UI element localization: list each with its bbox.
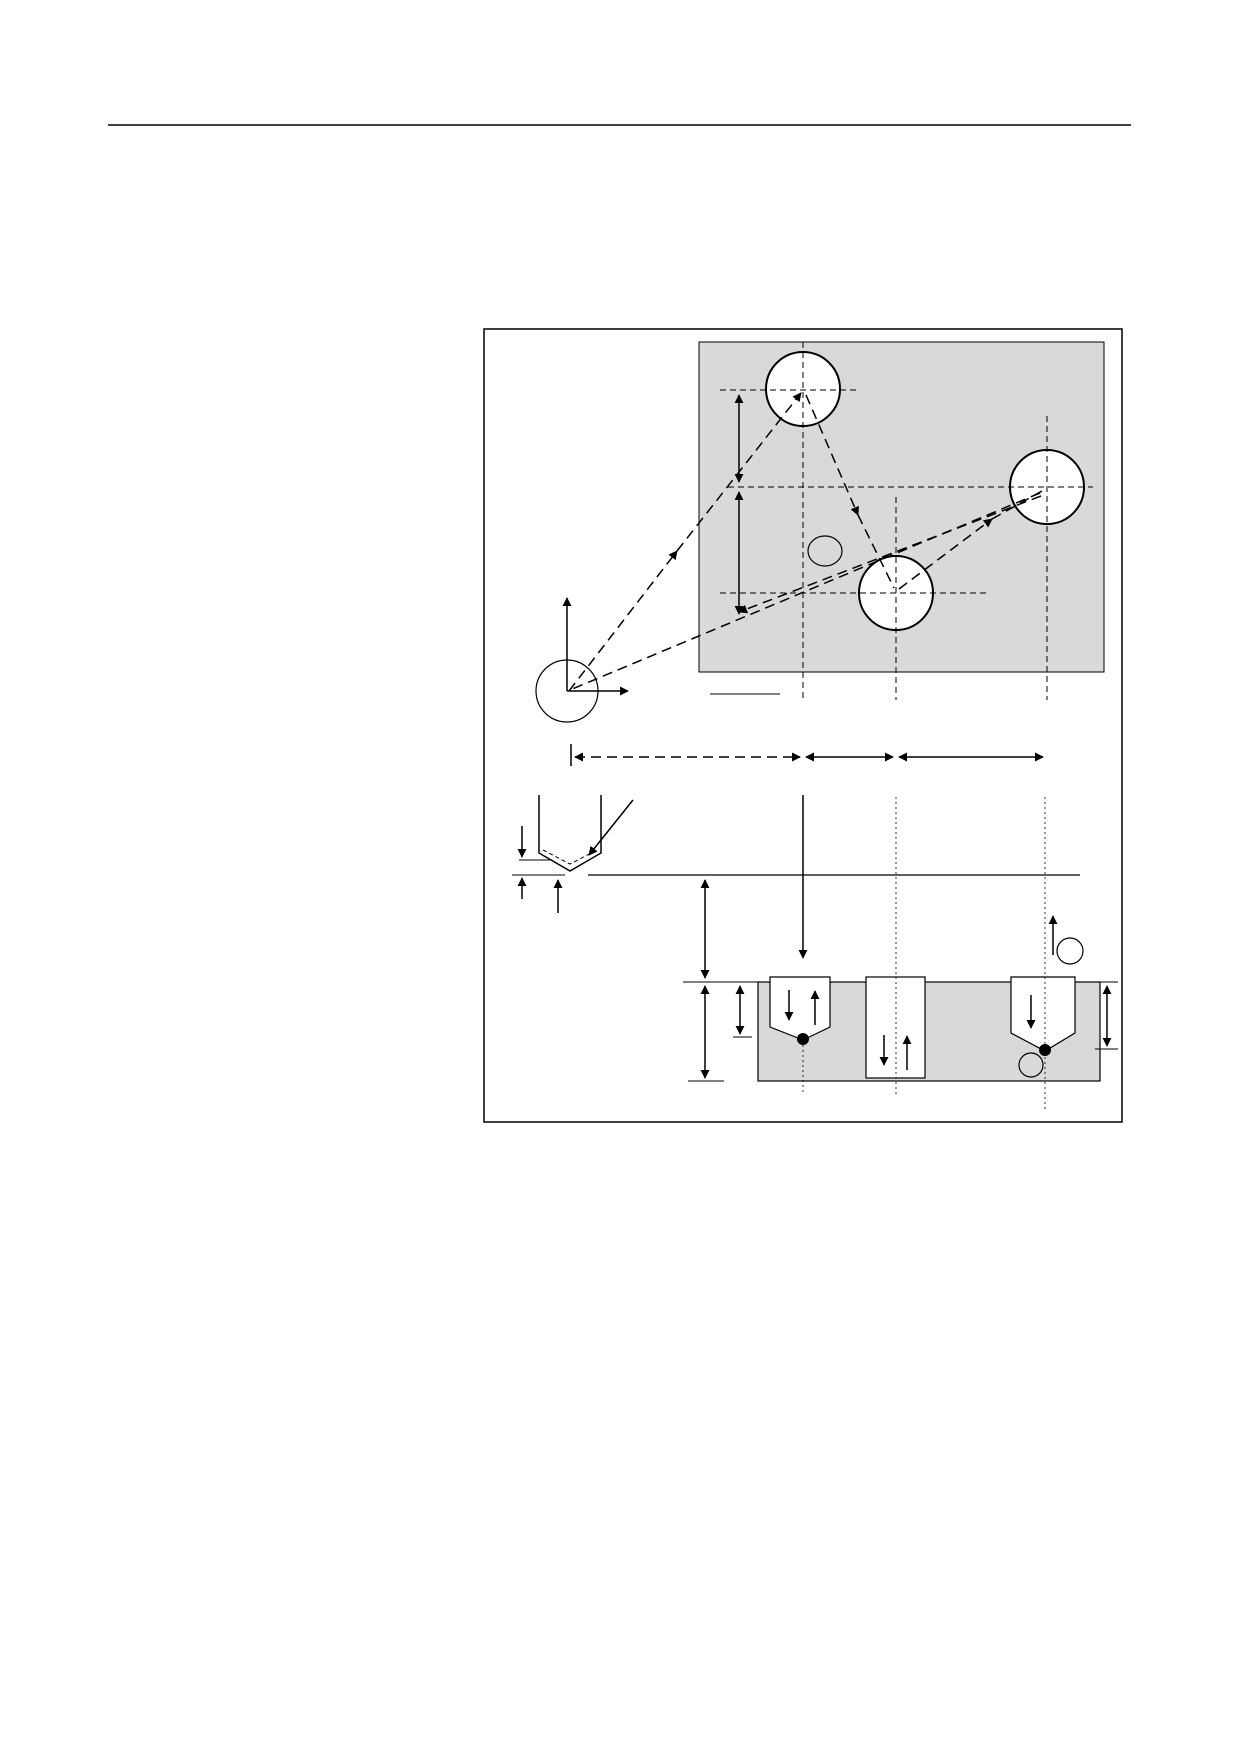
figure-frame bbox=[483, 328, 1123, 1123]
depth-dimensions bbox=[683, 879, 1118, 1082]
hole-section-2 bbox=[865, 976, 926, 1079]
drill-tip bbox=[512, 795, 634, 913]
index-circle-bottom bbox=[1018, 1052, 1044, 1078]
hole-section-1 bbox=[769, 976, 831, 1041]
dim-horizontal bbox=[570, 744, 1044, 766]
bottom-dot-3 bbox=[1039, 1044, 1051, 1056]
top-view bbox=[535, 341, 1105, 723]
side-view bbox=[512, 795, 1118, 1110]
center-lines bbox=[720, 342, 1093, 700]
bottom-dot-1 bbox=[797, 1033, 809, 1045]
index-circle-top bbox=[807, 535, 843, 567]
feed-arrows bbox=[784, 915, 1058, 1070]
axis-arrows bbox=[562, 597, 629, 696]
hole-section-3 bbox=[1010, 976, 1076, 1052]
hole-axes bbox=[802, 797, 1046, 1110]
index-circle-retract bbox=[1056, 937, 1084, 965]
